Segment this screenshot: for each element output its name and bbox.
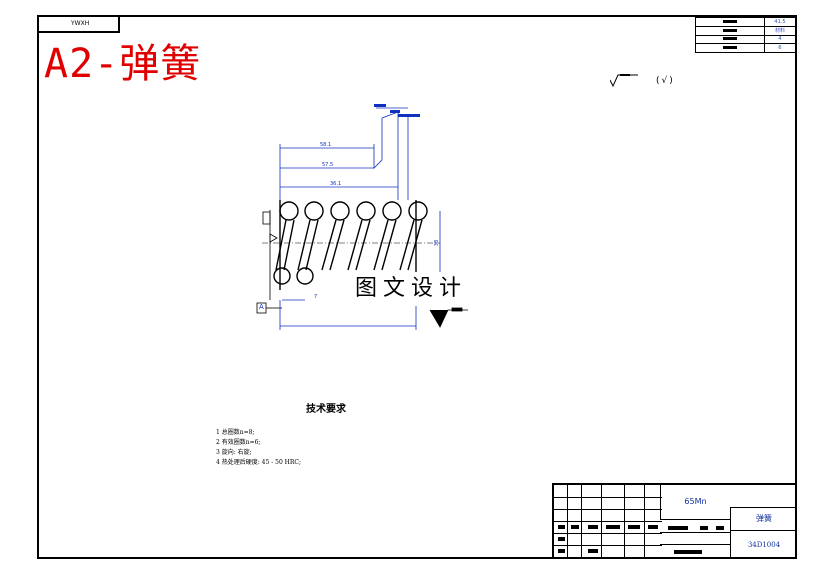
top-right-table: 41.5 材料 4 6 <box>695 17 796 53</box>
table-row: 6 <box>695 43 796 53</box>
title-block-middle <box>660 520 730 559</box>
dimension-lines <box>279 107 441 330</box>
title-block-grid <box>554 485 662 557</box>
list-item: 1 总圈数n=8; <box>216 429 255 436</box>
dim-side: 38 <box>434 239 441 247</box>
part-number-cell: 34D1004 <box>730 531 797 559</box>
dim-overall-2: 57.5 <box>322 162 334 168</box>
table-cell: 6 <box>764 43 796 53</box>
sheet-title: A2-弹簧 <box>44 41 202 87</box>
title-block <box>552 483 797 559</box>
list-item: 4 热处理后硬度: 45 - 50 HRC; <box>216 459 302 466</box>
roughness-symbol-icon <box>609 73 638 91</box>
watermark: 图文设计 <box>336 272 486 306</box>
tech-requirements-title: 技术要求 <box>306 404 346 415</box>
roughness-note: (√) <box>656 76 675 86</box>
spring-coils <box>273 200 428 290</box>
tech-requirements-list: 1 总圈数n=8; 2 有效圈数n=6; 3 旋向: 右旋; 4 热处理后硬度:… <box>216 428 301 468</box>
material-cell: 65Mn <box>660 483 730 520</box>
dim-bottom-small: 7 <box>314 294 318 300</box>
drawing-code-box: YWXH <box>37 15 120 33</box>
part-name-cell: 弹簧 <box>730 507 797 531</box>
dim-overall-1: 58.1 <box>320 142 332 148</box>
drawing-code-text: YWXH <box>71 20 90 27</box>
drawing-frame <box>37 15 797 559</box>
list-item: 3 旋向: 右旋; <box>216 449 252 456</box>
list-item: 2 有效圈数n=6; <box>216 439 261 446</box>
datum-label: A <box>259 303 264 311</box>
dim-overall-3: 36.1 <box>330 181 342 187</box>
